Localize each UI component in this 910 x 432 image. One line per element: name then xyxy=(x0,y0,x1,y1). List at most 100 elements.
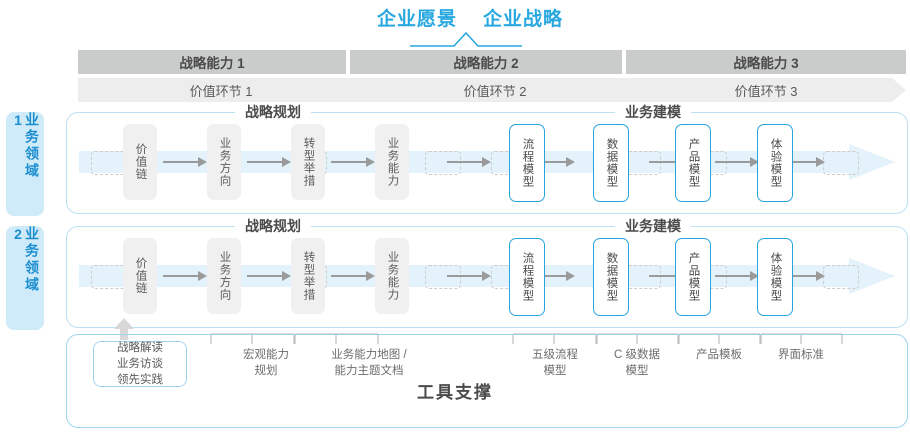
tool-highlight-box[interactable]: 战略解读 业务访谈 领先实践 xyxy=(93,341,187,387)
capability-bar-2-label: 战略能力 2 xyxy=(453,56,519,71)
step-transformation-measures[interactable]: 转型举措 xyxy=(291,124,325,200)
capability-bar-1[interactable]: 战略能力 1 xyxy=(78,50,346,74)
bracket-connectors-icon xyxy=(210,333,843,344)
value-chain-3[interactable]: 价值环节 3 xyxy=(626,78,906,102)
tool-support-container xyxy=(66,334,908,428)
section-line-mid-2 xyxy=(317,226,617,228)
tool-label-ui-standard: 界面标准 xyxy=(746,348,856,364)
tool-label-five-level-process: 五级流程 模型 xyxy=(500,348,610,379)
step-process-model[interactable]: 流程模型 xyxy=(509,238,545,316)
step-label: 产品模型 xyxy=(687,138,700,188)
tool-label-line: C 级数据 xyxy=(614,349,660,361)
flow-arrow-icon xyxy=(781,271,825,281)
step-product-model[interactable]: 产品模型 xyxy=(675,238,711,316)
step-business-direction[interactable]: 业务方向 xyxy=(207,124,241,200)
section-line-right-2 xyxy=(697,226,895,228)
flow-arrow-icon xyxy=(331,157,375,167)
step-label: 产品模型 xyxy=(687,252,700,302)
domain-tab-2[interactable]: 业务领域 2 xyxy=(6,226,44,330)
section-label-strategy-2: 战略规划 xyxy=(235,216,311,236)
value-chain-2[interactable]: 价值环节 2 xyxy=(350,78,640,102)
section-line-left-2 xyxy=(79,226,237,228)
flow-arrow-icon xyxy=(247,157,291,167)
step-label: 流程模型 xyxy=(521,138,534,188)
step-experience-model[interactable]: 体验模型 xyxy=(757,124,793,202)
step-label: 业务能力 xyxy=(386,137,399,187)
capability-bar-2[interactable]: 战略能力 2 xyxy=(350,50,622,74)
section-line-left-1 xyxy=(79,112,237,114)
tool-label-line: 产品模板 xyxy=(696,349,742,361)
step-label: 转型举措 xyxy=(302,137,315,187)
flow-arrow-icon xyxy=(163,271,207,281)
step-value-chain[interactable]: 价值链 xyxy=(123,238,157,314)
step-business-capability[interactable]: 业务能力 xyxy=(375,238,409,314)
tool-label-line: 宏观能力 xyxy=(243,349,289,361)
flow-arrow-icon xyxy=(163,157,207,167)
step-data-model[interactable]: 数据模型 xyxy=(593,124,629,202)
flow-arrow-icon xyxy=(447,157,491,167)
step-label: 价值链 xyxy=(134,257,147,295)
step-experience-model[interactable]: 体验模型 xyxy=(757,238,793,316)
step-business-capability[interactable]: 业务能力 xyxy=(375,124,409,200)
capability-bar-1-label: 战略能力 1 xyxy=(179,56,245,71)
value-chain-1-label: 价值环节 1 xyxy=(189,83,253,99)
tool-label-line: 业务能力地图 / xyxy=(331,349,407,361)
flow-arrow-icon xyxy=(447,271,491,281)
tool-label-line: 五级流程 xyxy=(532,349,578,361)
step-label: 数据模型 xyxy=(605,138,618,188)
step-label: 价值链 xyxy=(134,143,147,181)
flow-arrow-icon xyxy=(715,271,759,281)
placeholder-box xyxy=(823,151,859,175)
section-line-right-1 xyxy=(697,112,895,114)
flow-arrow-icon xyxy=(331,271,375,281)
upward-arrow-icon xyxy=(114,318,134,340)
step-value-chain[interactable]: 价值链 xyxy=(123,124,157,200)
domain-tab-1-label: 业务领域 1 xyxy=(10,112,40,180)
flow-arrow-icon xyxy=(715,157,759,167)
placeholder-box xyxy=(91,151,127,175)
tool-label-line: 界面标准 xyxy=(778,349,824,361)
section-line-mid-1 xyxy=(317,112,617,114)
step-process-model[interactable]: 流程模型 xyxy=(509,124,545,202)
value-chain-3-label: 价值环节 3 xyxy=(734,83,798,99)
tool-label-c-level-data: C 级数据 模型 xyxy=(582,348,692,379)
capability-bar-3[interactable]: 战略能力 3 xyxy=(626,50,906,74)
flow-arrow-icon xyxy=(531,271,575,281)
domain-tab-1[interactable]: 业务领域 1 xyxy=(6,112,44,216)
step-business-direction[interactable]: 业务方向 xyxy=(207,238,241,314)
step-label: 数据模型 xyxy=(605,252,618,302)
flow-arrow-icon xyxy=(781,157,825,167)
step-label: 体验模型 xyxy=(769,138,782,188)
tool-support-title: 工具支撑 xyxy=(417,383,493,402)
domain-tab-2-label: 业务领域 2 xyxy=(10,226,40,294)
tool-label-line: 规划 xyxy=(254,364,278,377)
step-label: 业务方向 xyxy=(218,137,231,187)
tool-label-macro-capability: 宏观能力 规划 xyxy=(211,348,321,379)
step-label: 转型举措 xyxy=(302,251,315,301)
step-product-model[interactable]: 产品模型 xyxy=(675,124,711,202)
domain-row-1: 战略规划 业务建模 价值链 业务方向 转型举措 业务能力 流程模型 数据模型 产… xyxy=(66,102,908,214)
tool-label-line: 能力主题文档 xyxy=(334,364,404,377)
tool-label-product-template: 产品模板 xyxy=(664,348,774,364)
step-label: 业务方向 xyxy=(218,251,231,301)
step-label: 体验模型 xyxy=(769,252,782,302)
value-chain-1[interactable]: 价值环节 1 xyxy=(78,78,364,102)
step-data-model[interactable]: 数据模型 xyxy=(593,238,629,316)
section-label-strategy-1: 战略规划 xyxy=(235,102,311,122)
step-transformation-measures[interactable]: 转型举措 xyxy=(291,238,325,314)
title-enterprise-vision: 企业愿景 xyxy=(376,8,457,30)
placeholder-box xyxy=(823,265,859,289)
domain-row-2: 战略规划 业务建模 价值链 业务方向 转型举措 业务能力 流程模型 数据模型 产… xyxy=(66,216,908,328)
tool-highlight-line-2: 业务访谈 xyxy=(117,357,163,370)
capability-bar-row: 战略能力 1 战略能力 2 战略能力 3 xyxy=(78,50,906,74)
step-label: 流程模型 xyxy=(521,252,534,302)
section-label-modeling-1: 业务建模 xyxy=(615,102,691,122)
tool-highlight-line-3: 领先实践 xyxy=(117,374,163,387)
capability-bar-3-label: 战略能力 3 xyxy=(733,56,799,71)
step-label: 业务能力 xyxy=(386,251,399,301)
value-chain-row: 价值环节 1 价值环节 2 价值环节 3 xyxy=(78,78,906,102)
tool-label-line: 模型 xyxy=(625,364,649,377)
title-enterprise-strategy: 企业战略 xyxy=(483,8,564,30)
placeholder-box xyxy=(91,265,127,289)
